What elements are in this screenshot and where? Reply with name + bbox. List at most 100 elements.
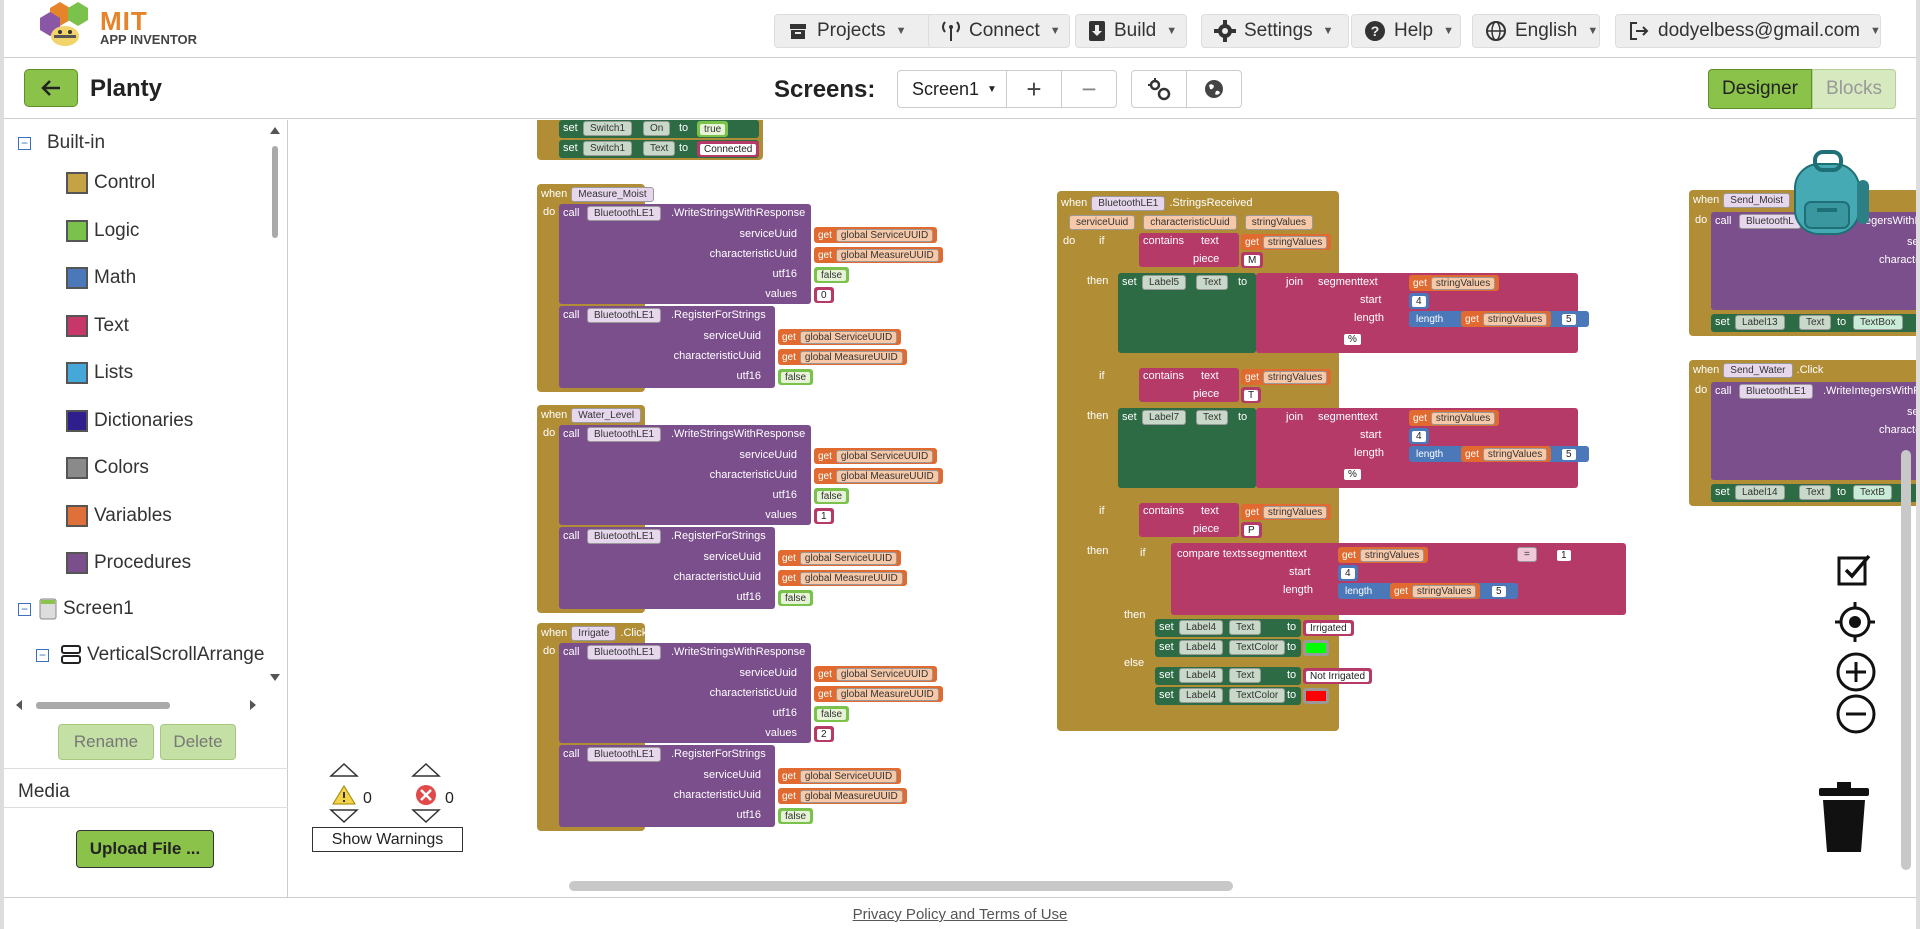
workspace-vertical-scrollbar[interactable] — [1901, 450, 1911, 875]
language-menu[interactable]: English▼ — [1472, 14, 1600, 48]
one-text-block[interactable]: 1 — [1554, 547, 1574, 563]
number-block[interactable]: 4 — [1409, 428, 1429, 444]
false-block[interactable]: false — [778, 808, 814, 824]
set-switch-text-block[interactable]: set Switch1 Text to Connected — [559, 140, 760, 158]
connect-menu[interactable]: Connect▼ — [928, 14, 1070, 48]
category-procedures[interactable]: Procedures — [66, 552, 191, 574]
value-text-block[interactable]: 1 — [814, 508, 834, 524]
category-variables[interactable]: Variables — [66, 504, 172, 527]
false-block[interactable]: false — [814, 488, 850, 504]
status-text-block[interactable]: Not Irrigated — [1303, 668, 1373, 684]
delete-button[interactable]: Delete — [160, 724, 236, 760]
screen-select[interactable]: Screen1▼ — [897, 70, 1007, 108]
account-menu[interactable]: dodyelbess@gmail.com▼ — [1615, 14, 1881, 48]
tree-screen1[interactable]: − Screen1 — [18, 598, 134, 620]
piece-text-block[interactable]: T — [1241, 387, 1262, 403]
back-button[interactable] — [24, 69, 78, 107]
piece-text-block[interactable]: M — [1241, 252, 1264, 268]
number-block[interactable]: 5 — [1559, 311, 1579, 327]
false-block[interactable]: false — [778, 590, 814, 606]
projects-menu[interactable]: Projects▼ — [774, 14, 934, 48]
palette-vertical-scrollbar[interactable] — [268, 124, 282, 684]
param-string-values[interactable]: stringValues — [1244, 215, 1314, 230]
blocks-workspace[interactable]: set Switch1 On to true set Switch1 Text … — [289, 120, 1916, 897]
workspace-horizontal-scrollbar[interactable] — [569, 879, 1233, 897]
tree-builtin[interactable]: −Built-in — [18, 132, 105, 154]
event-block-fragment[interactable]: set Switch1 On to true set Switch1 Text … — [537, 120, 763, 160]
remove-screen-button[interactable]: − — [1061, 70, 1117, 108]
palette-horizontal-scrollbar[interactable] — [14, 698, 258, 712]
recenter-icon[interactable] — [1835, 602, 1875, 647]
add-screen-button[interactable]: + — [1006, 70, 1062, 108]
number-block[interactable]: 5 — [1489, 583, 1509, 599]
category-lists[interactable]: Lists — [66, 362, 133, 384]
blocks-button[interactable]: Blocks — [1812, 69, 1896, 109]
zoom-in-icon[interactable] — [1836, 652, 1876, 697]
project-properties-button[interactable] — [1131, 70, 1187, 108]
category-logic[interactable]: Logic — [66, 219, 139, 242]
settings-menu[interactable]: Settings▼ — [1201, 14, 1349, 48]
param-characteristic-uuid[interactable]: characteristicUuid — [1143, 215, 1237, 230]
trash-icon[interactable] — [1817, 782, 1871, 859]
cleanup-icon[interactable] — [1836, 552, 1872, 593]
tree-vertical-scroll-arrangement[interactable]: − VerticalScrollArrange — [36, 644, 264, 666]
percent-text-block[interactable]: % — [1341, 466, 1364, 482]
privacy-link[interactable]: Privacy Policy and Terms of Use — [852, 906, 1068, 923]
false-block[interactable]: false — [778, 369, 814, 385]
zoom-out-icon[interactable] — [1836, 694, 1876, 739]
false-block[interactable]: false — [814, 267, 850, 283]
piece-text-block[interactable]: P — [1241, 522, 1262, 538]
color-block[interactable] — [1303, 688, 1329, 704]
rename-button[interactable]: Rename — [58, 724, 154, 760]
category-dictionaries[interactable]: Dictionaries — [66, 409, 193, 432]
number-block[interactable]: 4 — [1338, 565, 1358, 581]
designer-button[interactable]: Designer — [1708, 69, 1812, 109]
percent-text-block[interactable]: % — [1341, 331, 1364, 347]
number-block[interactable]: 4 — [1409, 293, 1429, 309]
value-text-block[interactable]: 2 — [814, 726, 834, 742]
set-switch-on-block[interactable]: set Switch1 On to true — [559, 120, 759, 138]
show-warnings-button[interactable]: Show Warnings — [312, 827, 463, 852]
mit-app-inventor-logo[interactable]: MIT APP INVENTOR — [38, 2, 198, 54]
category-colors[interactable]: Colors — [66, 457, 149, 479]
category-math[interactable]: Math — [66, 267, 136, 289]
category-control[interactable]: Control — [66, 172, 155, 194]
backpack-icon[interactable] — [1787, 150, 1877, 243]
false-block[interactable]: false — [814, 706, 850, 722]
